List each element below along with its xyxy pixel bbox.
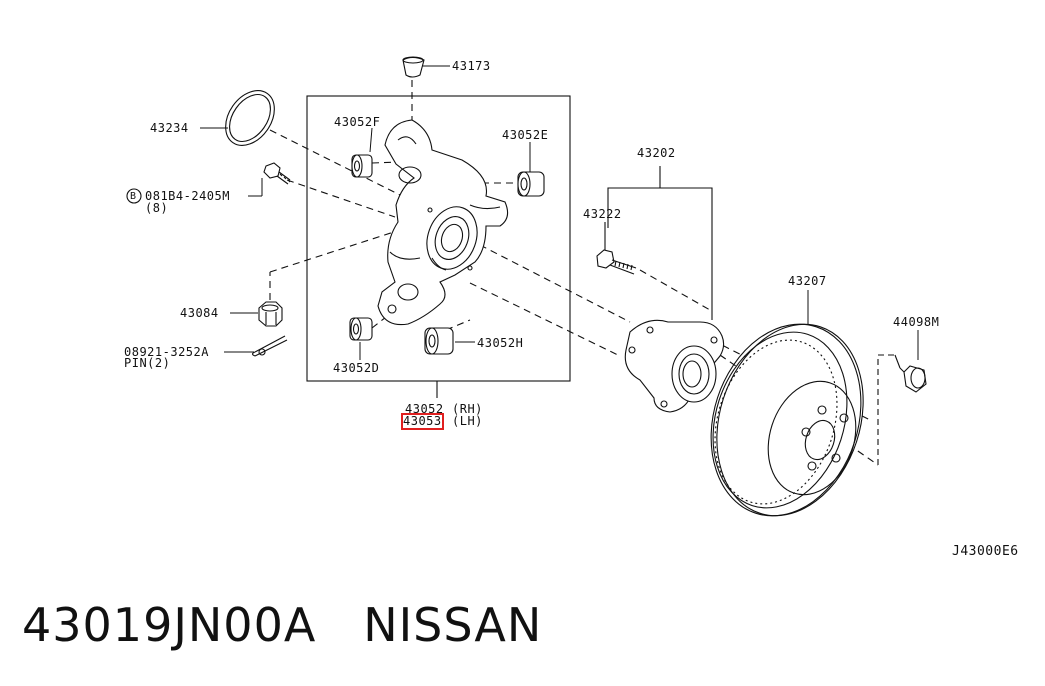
bushing-43052e-icon [517,171,545,197]
bolt-icon [263,162,291,185]
label-bolt-qty: (8) [145,201,169,215]
hub-bolt-icon [596,249,637,275]
label-43234: 43234 [150,121,189,135]
steering-knuckle-icon [377,119,509,326]
label-43052h: 43052H [477,336,524,350]
label-43052f: 43052F [334,115,381,129]
label-rh: (RH) [452,402,483,416]
circled-b-marker [126,188,142,204]
label-lh: (LH) [452,414,483,428]
label-circled-b: B [130,191,137,202]
plug-icon [899,365,927,393]
brake-disc-icon [710,323,864,517]
label-43052e: 43052E [502,128,549,142]
bushing-43052d-icon [349,317,373,341]
label-bolt-code: 081B4-2405M [145,189,230,203]
label-44098m: 44098M [893,315,940,329]
label-43173: 43173 [452,59,491,73]
hub-nut-icon [258,301,283,327]
label-pin-qty: PIN(2) [124,356,171,370]
bushing-43052f-icon [351,154,373,178]
label-43084: 43084 [180,306,219,320]
cotter-pin-icon [251,335,288,357]
label-43052d: 43052D [333,361,380,375]
grease-cap-icon [402,56,425,78]
hub-assembly-bracket [607,187,713,320]
seal-ring-icon [225,90,275,146]
label-43222: 43222 [583,207,622,221]
label-reference-code: J43000E6 [952,544,1019,559]
hub-bearing-icon [624,319,725,413]
part-caption: 43019JN00A NISSAN [22,598,542,652]
caption-part-number: 43019JN00A [22,598,317,652]
label-43202: 43202 [637,146,676,160]
knuckle-assembly-frame [306,95,571,382]
bushing-43052h-icon [424,327,454,355]
label-43053-lh-highlighted: 43053 [401,413,444,430]
label-43207: 43207 [788,274,827,288]
label-43052-rh: 43052 [405,402,444,416]
caption-brand: NISSAN [363,598,543,652]
label-pin-code: 08921-3252A [124,345,209,359]
